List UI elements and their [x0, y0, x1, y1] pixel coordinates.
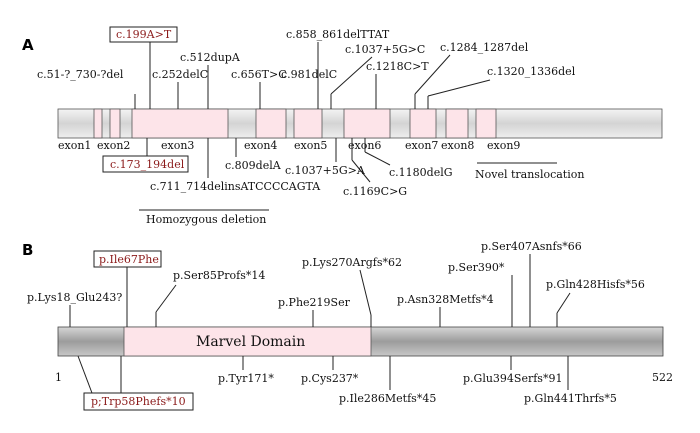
marvel-domain — [123, 326, 372, 357]
mutation-label: c.809delA — [225, 159, 282, 172]
mutation-label: c.1320_1336del — [487, 65, 576, 78]
mutation-label: p.Cys237* — [301, 372, 359, 385]
exon-label: exon8 — [441, 139, 474, 152]
leader-line — [414, 54, 451, 95]
mutation-label: p.Asn328Metfs*4 — [397, 293, 494, 306]
mutation-label: p.Ser85Profs*14 — [173, 269, 265, 282]
mutation-label: c.1218C>T — [366, 60, 429, 73]
marvel-domain-label: Marvel Domain — [196, 334, 305, 350]
leader-line — [556, 292, 571, 314]
c173-box — [102, 155, 189, 173]
mutation-label: c.512dupA — [180, 51, 241, 64]
mutation-label: p.Lys18_Glu243? — [27, 291, 122, 304]
mutation-label: c.1169C>G — [343, 185, 407, 198]
mutation-label: c.1180delG — [389, 166, 453, 179]
mutation-label: c.1037+5G>A — [285, 164, 366, 177]
exon1-block — [93, 108, 103, 139]
leader-line — [330, 56, 373, 95]
mutation-label: p.Ser390* — [448, 261, 505, 274]
leader-line — [351, 159, 371, 183]
mutation-label: c.173_194del — [110, 158, 185, 171]
exon-label: exon3 — [161, 139, 194, 152]
exon4-block — [255, 108, 287, 139]
mutation-label: p.Phe219Ser — [278, 296, 351, 309]
mutation-label: p;Trp58Phefs*10 — [91, 395, 186, 408]
exon-label: exon2 — [97, 139, 130, 152]
panel-b: B Marvel Domain 1 522 p.Ile67Phe p.Lys18… — [22, 240, 673, 411]
exon-label: exon9 — [487, 139, 520, 152]
mutation-label: c.711_714delinsATCCCCAGTA — [150, 180, 321, 193]
mutation-label: p.Glu394Serfs*91 — [463, 372, 562, 385]
leader-line — [427, 79, 491, 97]
mutation-label: p.Ile286Metfs*45 — [339, 392, 436, 405]
mutation-label: p.Gln428Hisfs*56 — [546, 278, 645, 291]
exon3-block — [131, 108, 229, 139]
leader-line — [155, 284, 177, 313]
exon5-block — [293, 108, 323, 139]
exon-label: exon4 — [244, 139, 277, 152]
panel-a-letter: A — [22, 36, 34, 54]
mutation-label: p.Ser407Asnfs*66 — [481, 240, 582, 253]
exon9-block — [475, 108, 497, 139]
exon8-block — [445, 108, 469, 139]
leader-line — [77, 355, 93, 394]
novel-translocation-label: Novel translocation — [475, 168, 584, 181]
panel-b-letter: B — [22, 241, 33, 259]
mutation-label: p.Tyr171* — [218, 372, 274, 385]
start-position: 1 — [55, 371, 62, 384]
c199-box — [109, 26, 178, 43]
exon-label: exon1 — [58, 139, 91, 152]
mutation-label: c.1037+5G>C — [345, 43, 425, 56]
mutation-label: c.252delC — [152, 68, 208, 81]
mutation-label: c.1284_1287del — [440, 41, 529, 54]
exon-label: exon5 — [294, 139, 327, 152]
end-position: 522 — [652, 371, 673, 384]
homozygous-deletion-label: Homozygous deletion — [146, 213, 266, 226]
mutation-label: c.51-?_730-?del — [37, 68, 124, 81]
mutation-label: c.981delC — [281, 68, 337, 81]
exon6-block — [343, 108, 391, 139]
exon7-block — [409, 108, 437, 139]
mutation-label: c.858_861delTTAT — [286, 28, 390, 41]
exon2-block — [109, 108, 121, 139]
mutation-label: p.Lys270Argfs*62 — [302, 256, 402, 269]
leader-line — [359, 269, 372, 316]
mutation-label: c.199A>T — [116, 28, 172, 41]
exon-label: exon7 — [405, 139, 438, 152]
leader-line — [364, 151, 391, 166]
mutation-label: p.Ile67Phe — [99, 253, 159, 266]
mutation-label: p.Gln441Thrfs*5 — [524, 392, 617, 405]
mutation-label: c.656T>C — [231, 68, 287, 81]
panel-a: A exon1 exon2 exon3 exon4 exon5 exon6 ex… — [22, 26, 663, 226]
trp58-box — [83, 392, 194, 411]
